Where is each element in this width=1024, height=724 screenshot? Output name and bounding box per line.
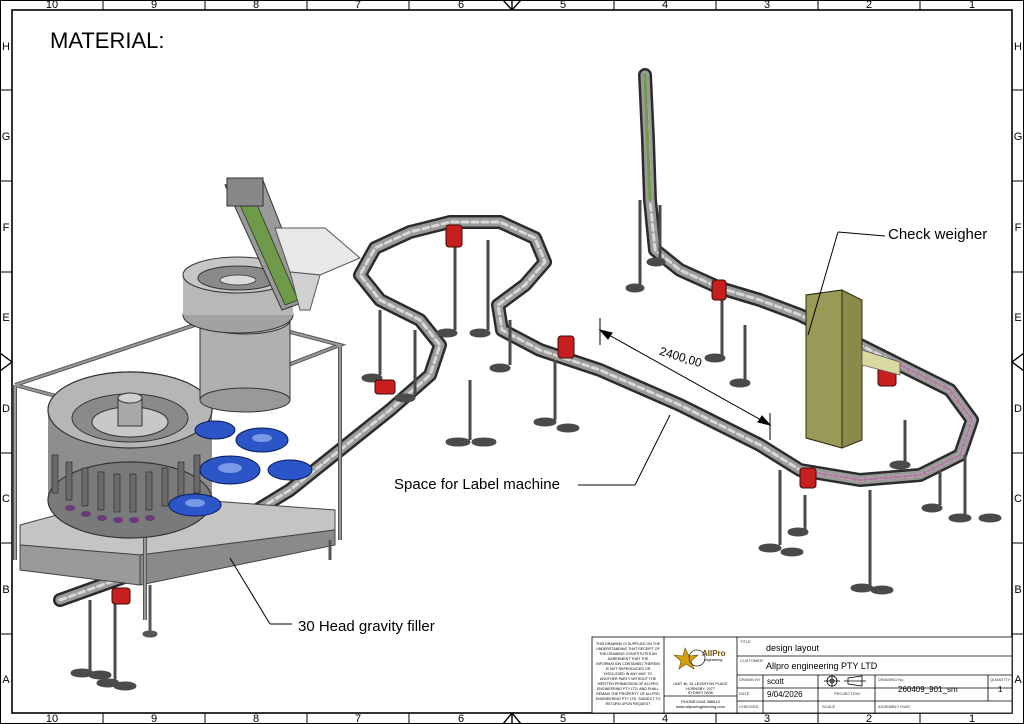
conveyor-legs [70,200,1002,691]
column-label: 7 [355,0,361,11]
material-heading: MATERIAL: [50,28,165,53]
column-label: 8 [253,0,259,11]
row-label: H [1014,41,1022,53]
logo-text: AllPro [702,649,726,658]
column-label: 5 [560,0,566,11]
column-label: 6 [458,713,464,724]
drawn-by-value: scott [767,677,784,686]
title-block [591,636,1013,714]
drawn-by-label: DRAWN BY [739,677,761,682]
row-label: F [3,222,10,234]
row-ticks [0,89,1024,635]
conveyor-line [53,68,979,607]
date-label: DATE [739,691,750,696]
customer-field-label: CUSTOMER [740,658,763,663]
column-label: 10 [46,713,58,724]
customer-value: Allpro engineering PTY LTD [766,661,878,671]
column-label: 1 [969,713,975,724]
row-label: G [1014,131,1023,143]
drawing-no-value: 260409_901_sm [898,685,958,694]
column-label: 3 [764,713,770,724]
column-ticks [102,0,921,724]
projection-symbol-icon [824,675,866,687]
disclaimer-text: THIS DRAWING IS SUPPLIED ON THE UNDERSTA… [595,642,661,706]
row-label: A [2,674,10,686]
date-value: 9/04/2026 [767,690,803,699]
filler-label: 30 Head gravity filler [298,618,435,635]
column-label: 6 [458,0,464,11]
row-label: B [2,584,9,596]
row-label: C [1014,493,1022,505]
label-machine-label: Space for Label machine [394,476,560,493]
quantity-label: QUANTITY [990,677,1011,682]
company-contact: PHONE:0418 366613 www.allproengineering.… [664,699,737,709]
assembly-dwg-label: ASSEMBLY DWG [878,704,911,709]
column-label: 1 [969,0,975,11]
allpro-logo-icon [673,647,706,670]
scale-label: SCALE [822,704,836,709]
company-address: UNIT 4b, 51 LEIGHTON PLACE HORNSBY, 2077… [664,682,737,696]
leader-lines [229,231,886,625]
row-label: F [1015,222,1022,234]
row-label: C [2,493,10,505]
logo-subtext: engineering [704,658,723,662]
column-label: 4 [662,0,668,11]
row-label: H [2,41,10,53]
column-label: 9 [151,0,157,11]
column-label: 5 [560,713,566,724]
address-line: UNIT 4b, 51 LEIGHTON PLACE [673,682,728,686]
row-label: D [1014,403,1022,415]
drawing-no-label: DRAWING No. [878,677,905,682]
row-label: A [1014,674,1022,686]
checked-label: CHECKED [739,704,759,709]
row-label: E [1014,312,1021,324]
title-value: design layout [766,643,820,653]
column-label: 9 [151,713,157,724]
check-weigher [805,289,901,449]
title-field-label: TITLE [740,639,751,644]
projection-label: PROJECTION [834,691,860,696]
website: www.allproengineering.com [676,704,725,709]
check-weigher-label: Check weigher [888,226,988,243]
filler-machine [13,177,361,638]
quantity-value: 1 [998,685,1003,694]
row-label: D [2,403,10,415]
address-line: SYDNEY NSW [687,691,714,696]
column-label: 3 [764,0,770,11]
column-label: 10 [46,0,58,11]
row-label: G [2,131,11,143]
column-label: 2 [866,713,872,724]
address-line: HORNSBY, 2077 [686,686,715,691]
phone-number: PHONE:0418 366613 [681,699,720,704]
column-label: 8 [253,713,259,724]
row-label: B [1014,584,1021,596]
row-label: E [2,312,9,324]
column-label: 4 [662,713,668,724]
column-label: 7 [355,713,361,724]
column-label: 2 [866,0,872,11]
